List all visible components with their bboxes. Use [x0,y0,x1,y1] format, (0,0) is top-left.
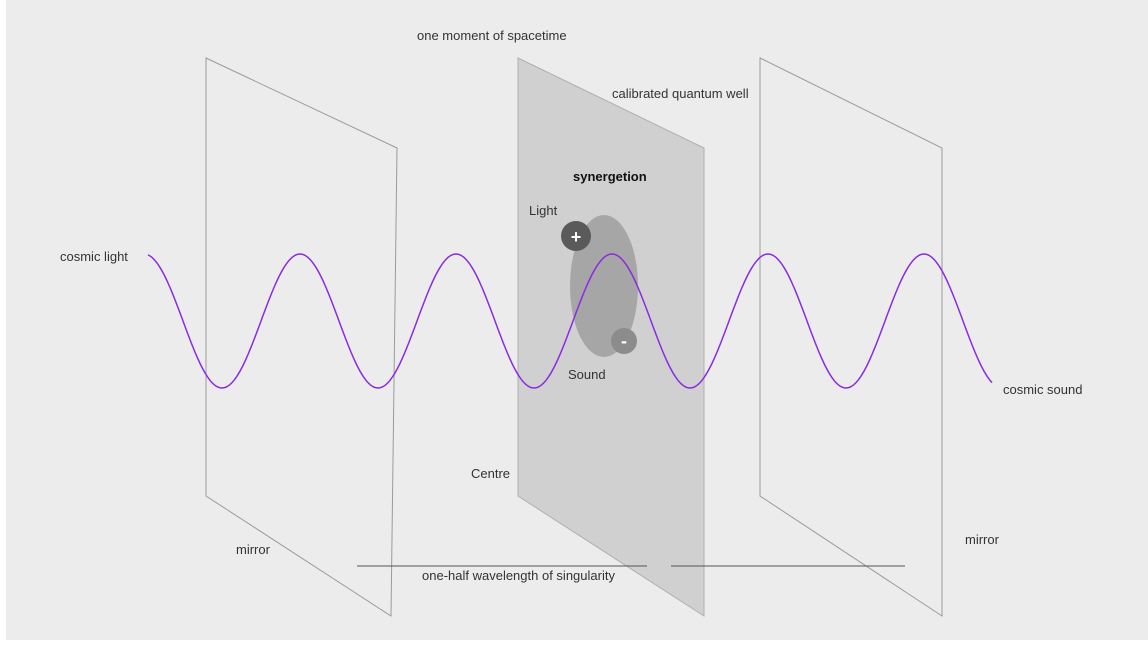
light-label: Light [529,203,558,218]
cosmic-light-label: cosmic light [60,249,128,264]
right-mirror-label: mirror [965,532,1000,547]
cosmic-sound-label: cosmic sound [1003,382,1082,397]
half-wavelength-label: one-half wavelength of singularity [422,568,615,583]
minus-symbol: - [621,331,627,351]
quantum-well-label: calibrated quantum well [612,86,749,101]
plus-charge-icon: + [561,221,591,251]
plus-symbol: + [571,227,582,247]
synergetion-ellipse [570,215,638,357]
left-mirror-plane [205,57,398,617]
sound-label: Sound [568,367,606,382]
cosmic-wave-line [147,253,993,389]
minus-charge-icon: - [611,328,637,354]
left-mirror-label: mirror [236,542,271,557]
centre-label: Centre [471,466,510,481]
right-mirror-plane [759,57,943,617]
synergetion-label: synergetion [573,169,647,184]
spacetime-moment-label: one moment of spacetime [417,28,567,43]
